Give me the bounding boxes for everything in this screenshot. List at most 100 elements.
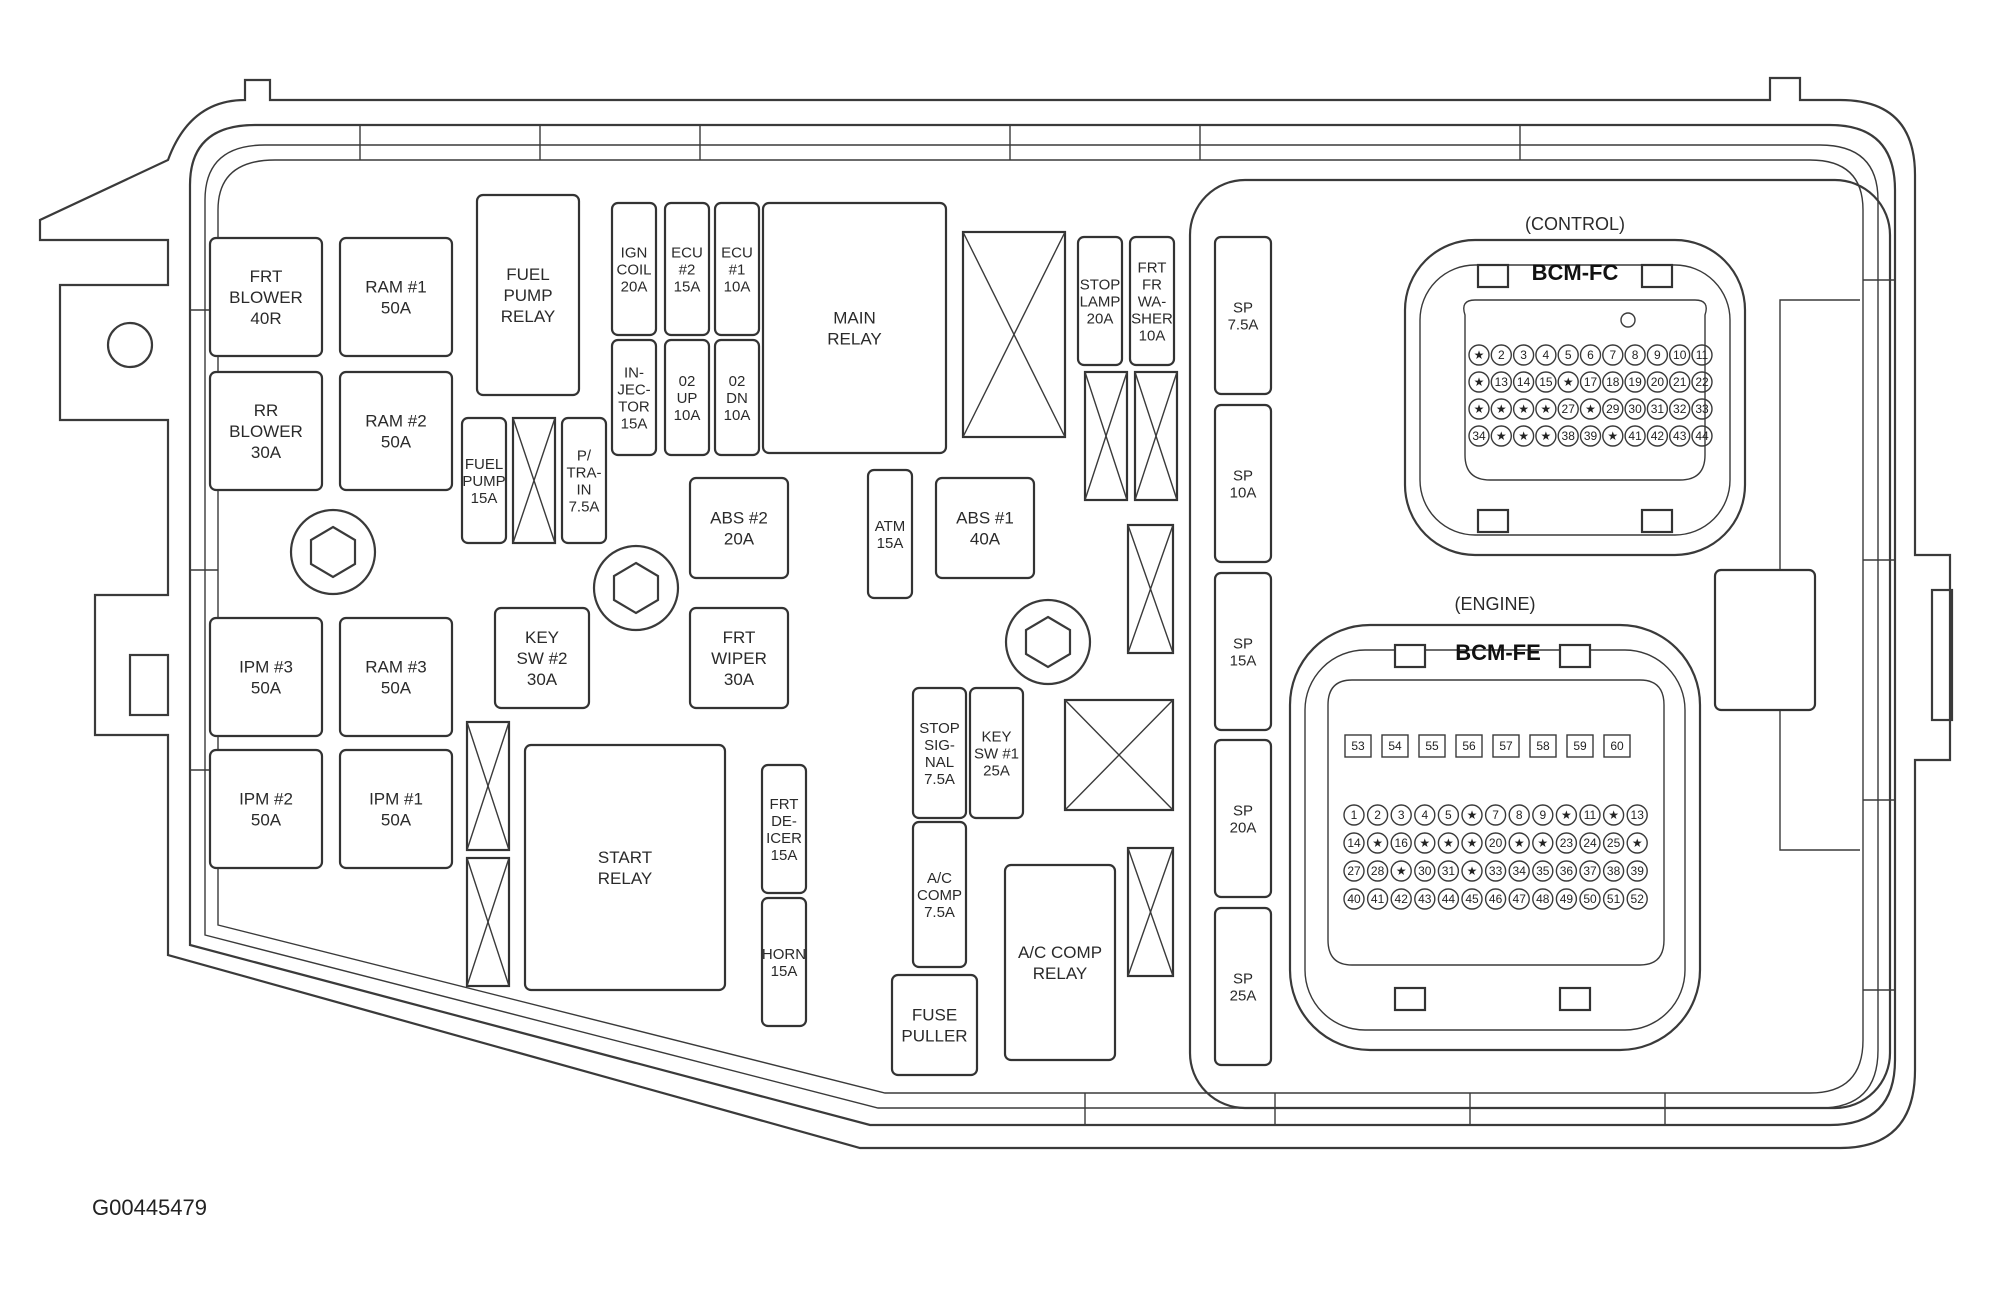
connector-pin: 46	[1484, 888, 1507, 910]
fuse-label: 20A	[724, 529, 755, 548]
pin-label: 52	[1631, 892, 1645, 906]
connector-pin: ★	[1468, 398, 1490, 420]
pin-label: 59	[1573, 739, 1587, 753]
fuse-label: MAIN	[833, 308, 876, 327]
fuse-label: 7.5A	[569, 498, 600, 515]
fuse-cavity	[688, 606, 790, 710]
pin-label: 55	[1425, 739, 1439, 753]
fuse-label: 15A	[771, 963, 798, 980]
connector-pin: 3	[1512, 344, 1535, 366]
fuse-label: 15A	[771, 847, 798, 864]
connector-pin: 6	[1579, 344, 1602, 366]
fuse-label: IGN	[621, 244, 648, 261]
connector-pin: ★	[1490, 425, 1513, 447]
fuse-label: A/C COMP	[1018, 943, 1102, 962]
fuse-label: 7.5A	[924, 904, 955, 921]
pin-label: 20	[1651, 375, 1665, 389]
pin-label: 8	[1632, 348, 1639, 362]
pin-label: 58	[1536, 739, 1550, 753]
connector-pin-square: 60	[1603, 734, 1631, 758]
fuse-label: SW #1	[974, 745, 1019, 762]
fuse-cavity	[968, 686, 1025, 820]
connector-pin: 37	[1579, 860, 1601, 882]
bcm-fe-caption: (ENGINE)	[1455, 594, 1536, 614]
pin-label: 3	[1520, 348, 1527, 362]
pin-label: ★	[1514, 836, 1525, 850]
connector-pin: 48	[1532, 888, 1554, 910]
fuse-cavity	[890, 973, 979, 1077]
fuse-label: UP	[677, 390, 698, 407]
fuse-cavity	[866, 468, 914, 600]
connector-pin: 4	[1414, 804, 1436, 826]
fuse-label: 10A	[724, 278, 751, 295]
pin-label: 41	[1628, 429, 1642, 443]
pin-label: 14	[1517, 375, 1531, 389]
fuse-cavity	[560, 416, 608, 545]
fuse-cavity	[663, 201, 711, 337]
fuse-label: 02	[679, 373, 696, 390]
pin-label: ★	[1541, 429, 1552, 443]
fuse-label: ATM	[875, 518, 906, 535]
fuse-label: SIG-	[924, 737, 955, 754]
fuse-cavity	[460, 416, 508, 545]
fuse-cavity	[338, 370, 454, 492]
pin-label: ★	[1608, 808, 1619, 822]
pin-label: ★	[1443, 836, 1454, 850]
pin-label: 10	[1673, 348, 1687, 362]
connector-pin: ★	[1626, 832, 1648, 854]
connector-pin: 2	[1366, 804, 1389, 826]
pin-label: 11	[1696, 348, 1709, 362]
connector-pin: ★	[1532, 832, 1554, 854]
connector-pin: ★	[1602, 804, 1625, 826]
pin-label: 21	[1673, 375, 1687, 389]
pin-label: 3	[1398, 808, 1405, 822]
fuse-label: ECU	[671, 244, 703, 261]
fuse-label: RAM #2	[365, 411, 426, 430]
fuse-label: COIL	[616, 261, 651, 278]
connector-pin: 9	[1532, 804, 1554, 826]
fuse-label: PUMP	[503, 286, 552, 305]
pin-label: 31	[1442, 864, 1456, 878]
fuse-label: NAL	[925, 754, 954, 771]
connector-pin: ★	[1512, 398, 1535, 420]
pin-label: 42	[1395, 892, 1409, 906]
connector-pin: 39	[1626, 860, 1648, 882]
pin-label: ★	[1518, 402, 1529, 416]
fuse-label: 30A	[724, 670, 755, 689]
connector-pin: 28	[1366, 860, 1389, 882]
connector-pin: ★	[1461, 860, 1483, 882]
connector-pin-square: 53	[1344, 734, 1372, 758]
fuse-label: RELAY	[501, 307, 556, 326]
fuse-cavity	[1213, 235, 1273, 396]
connector-pin: 7	[1602, 344, 1624, 366]
fuse-label: SP	[1233, 299, 1253, 316]
pin-label: 25	[1607, 836, 1621, 850]
connector-pin: 33	[1691, 398, 1713, 420]
connector-pin: 42	[1646, 425, 1669, 447]
fuse-cavity	[760, 896, 808, 1028]
connector-pin: 44	[1437, 888, 1460, 910]
fuse-cavity	[911, 686, 968, 820]
fuse-label: 10A	[674, 407, 701, 424]
pin-label: 36	[1560, 864, 1574, 878]
pin-label: 4	[1421, 808, 1428, 822]
fuse-label: ECU	[721, 244, 753, 261]
fuse-label: DN	[726, 390, 748, 407]
pin-label: 42	[1651, 429, 1665, 443]
housing-outline	[38, 76, 1954, 1150]
connector-pin: 1	[1343, 804, 1365, 826]
connector-pin: ★	[1414, 832, 1436, 854]
fuse-cavity	[663, 338, 711, 457]
